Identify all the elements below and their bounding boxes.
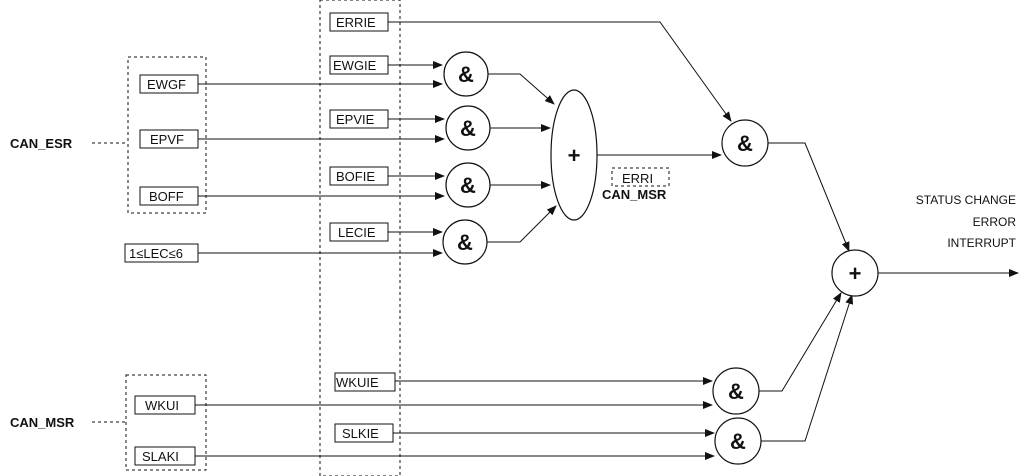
- enable-bits-column: [319, 0, 401, 476]
- epvie-label: EPVIE: [336, 112, 375, 127]
- slaki-label: SLAKI: [142, 449, 179, 464]
- wku-to-final-or: [759, 292, 842, 392]
- ewg-to-or: [488, 73, 555, 105]
- bofie-label: BOFIE: [336, 169, 375, 184]
- and-symbol-lec: &: [457, 230, 473, 255]
- can-msr-inner-label: CAN_MSR: [602, 187, 667, 202]
- or-symbol-final: +: [849, 261, 862, 286]
- errie-label: ERRIE: [336, 15, 376, 30]
- and-symbol-ewg: &: [458, 62, 474, 87]
- epvf-label: EPVF: [150, 132, 184, 147]
- and-symbol-epv: &: [460, 116, 476, 141]
- erri-label: ERRI: [622, 171, 653, 186]
- and-symbol-wku: &: [728, 379, 744, 404]
- and-symbol-errie: &: [737, 131, 753, 156]
- and-symbol-slk: &: [730, 429, 746, 454]
- or-symbol-error: +: [568, 143, 581, 168]
- erri-box: [611, 167, 670, 187]
- can-esr-label: CAN_ESR: [10, 136, 73, 151]
- wkui-label: WKUI: [145, 398, 179, 413]
- wkuie-label: WKUIE: [336, 375, 379, 390]
- ewgie-label: EWGIE: [333, 58, 377, 73]
- slk-to-final-or: [761, 294, 854, 442]
- output-label-line1: STATUS CHANGE: [916, 193, 1016, 207]
- output-label-line2: ERROR: [973, 215, 1017, 229]
- and-symbol-bof: &: [460, 173, 476, 198]
- lecie-label: LECIE: [338, 225, 376, 240]
- output-label-line3: INTERRUPT: [947, 236, 1016, 250]
- ewgf-label: EWGF: [147, 77, 186, 92]
- wkuie-box: [334, 372, 396, 392]
- slkie-label: SLKIE: [342, 426, 379, 441]
- can-msr-label: CAN_MSR: [10, 415, 75, 430]
- lec-label: 1≤LEC≤6: [129, 246, 183, 261]
- msr-flags-group: [125, 374, 207, 471]
- boff-label: BOFF: [149, 189, 184, 204]
- errie-to-final-or: [768, 142, 850, 252]
- esr-flags-group: [127, 56, 207, 214]
- errie-wire: [388, 21, 732, 122]
- lec-to-or: [487, 205, 557, 243]
